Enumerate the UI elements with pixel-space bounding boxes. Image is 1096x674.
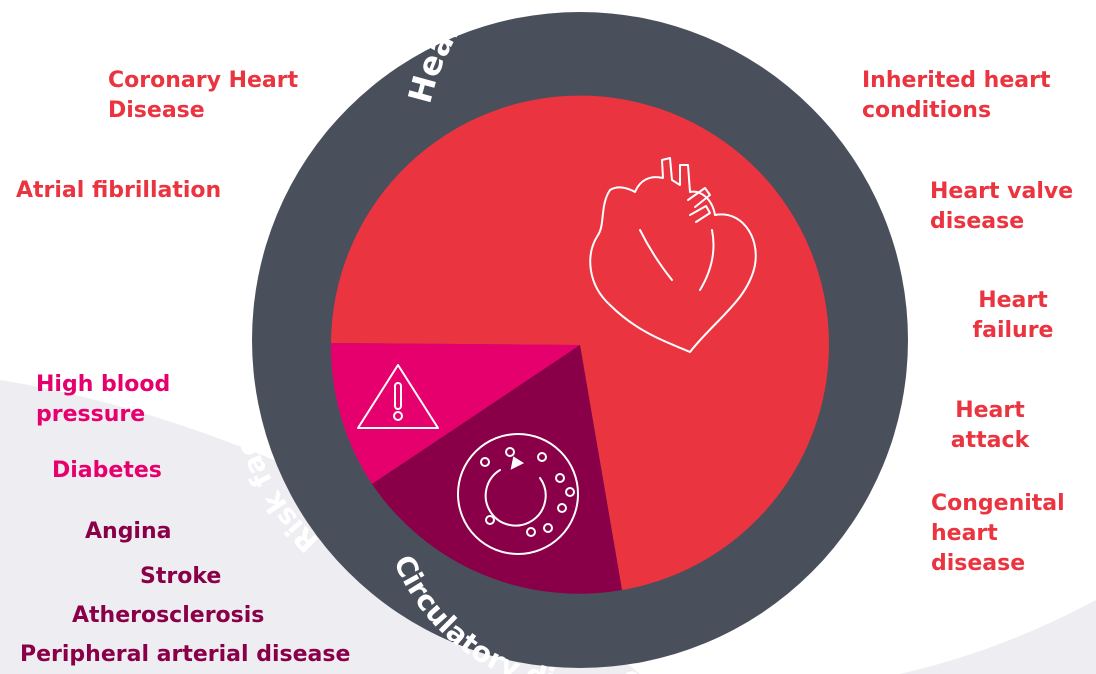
label-atrial-fibrillation: Atrial fibrillation xyxy=(16,176,221,206)
label-heart-failure: Heart failure xyxy=(968,286,1058,346)
label-angina: Angina xyxy=(85,517,172,547)
label-peripheral-arterial-disease: Peripheral arterial disease xyxy=(20,640,350,670)
background-sweep-right xyxy=(900,600,1096,674)
label-diabetes: Diabetes xyxy=(52,456,162,486)
label-congenital-heart-disease: Congenital heart disease xyxy=(931,489,1065,579)
label-coronary-heart-disease: Coronary Heart Disease xyxy=(108,66,298,126)
label-inherited-heart-conditions: Inherited heart conditions xyxy=(862,66,1050,126)
label-heart-valve-disease: Heart valve disease xyxy=(930,177,1073,237)
label-stroke: Stroke xyxy=(140,562,221,592)
label-atherosclerosis: Atherosclerosis xyxy=(72,601,264,631)
label-heart-attack: Heart attack xyxy=(940,396,1040,456)
label-high-blood-pressure: High blood pressure xyxy=(36,370,170,430)
